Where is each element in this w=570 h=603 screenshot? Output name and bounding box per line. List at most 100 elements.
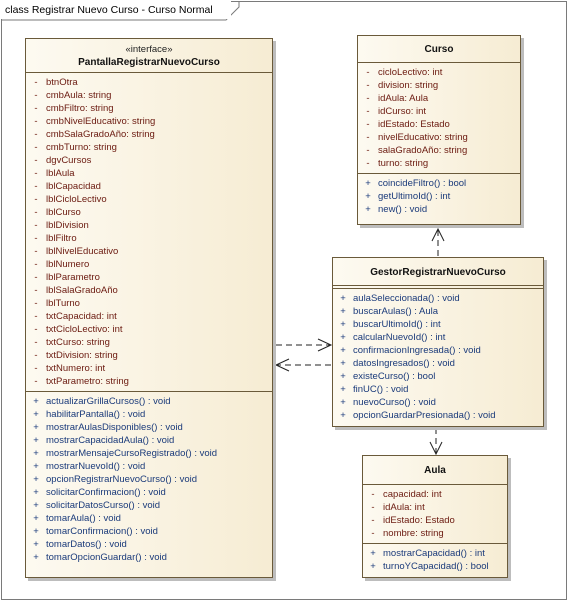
attribute-row: -btnOtra xyxy=(26,76,272,89)
operation-signature: actualizarGrillaCursos() : void xyxy=(46,396,171,407)
attribute-row: -lblCicloLectivo xyxy=(26,193,272,206)
dependency-gestor-aula xyxy=(429,428,443,456)
attribute-row: -lblParametro xyxy=(26,271,272,284)
dependency-gestor-pantalla xyxy=(274,358,331,372)
visibility-marker: - xyxy=(34,363,38,374)
attribute-row: -txtDivision: string xyxy=(26,349,272,362)
attribute-signature: lblParametro xyxy=(46,272,100,283)
attribute-signature: turno: string xyxy=(378,158,429,169)
attribute-signature: lblCicloLectivo xyxy=(46,194,107,205)
attribute-row: -division: string xyxy=(358,79,520,92)
operations-compartment: +actualizarGrillaCursos() : void+habilit… xyxy=(26,391,272,567)
attribute-signature: txtCurso: string xyxy=(46,337,110,348)
operation-signature: existeCurso() : bool xyxy=(353,371,436,382)
attribute-signature: lblSalaGradoAño xyxy=(46,285,118,296)
visibility-marker: - xyxy=(34,194,38,205)
visibility-marker: - xyxy=(34,77,38,88)
attribute-signature: cicloLectivo: int xyxy=(378,67,443,78)
attribute-signature: cmbAula: string xyxy=(46,90,112,101)
visibility-marker: - xyxy=(34,103,38,114)
visibility-marker: + xyxy=(365,178,371,189)
visibility-marker: + xyxy=(33,513,39,524)
visibility-marker: - xyxy=(366,67,370,78)
operation-row: +new() : void xyxy=(358,203,520,216)
attribute-row: -lblAula xyxy=(26,167,272,180)
visibility-marker: - xyxy=(34,298,38,309)
class-name: Aula xyxy=(424,465,446,476)
operation-row: +existeCurso() : bool xyxy=(333,370,543,383)
attribute-row: -lblTurno xyxy=(26,297,272,310)
visibility-marker: + xyxy=(365,191,371,202)
attribute-signature: capacidad: int xyxy=(383,489,442,500)
visibility-marker: - xyxy=(34,272,38,283)
operation-row: +habilitarPantalla() : void xyxy=(26,408,272,421)
visibility-marker: + xyxy=(370,548,376,559)
operation-signature: aulaSeleccionada() : void xyxy=(353,293,460,304)
attribute-row: -txtCicloLectivo: int xyxy=(26,323,272,336)
visibility-marker: - xyxy=(366,106,370,117)
visibility-marker: - xyxy=(34,311,38,322)
attribute-row: -dgvCursos xyxy=(26,154,272,167)
operation-row: +solicitarDatosCurso() : void xyxy=(26,499,272,512)
visibility-marker: - xyxy=(34,90,38,101)
visibility-marker: - xyxy=(371,528,375,539)
class-name: GestorRegistrarNuevoCurso xyxy=(370,267,506,278)
operation-signature: tomarDatos() : void xyxy=(46,539,127,550)
visibility-marker: - xyxy=(366,93,370,104)
operation-row: +opcionGuardarPresionada() : void xyxy=(333,409,543,422)
attribute-row: -capacidad: int xyxy=(363,488,507,501)
visibility-marker: + xyxy=(33,487,39,498)
operation-row: +mostrarMensajeCursoRegistrado() : void xyxy=(26,447,272,460)
visibility-marker: - xyxy=(34,207,38,218)
attribute-signature: btnOtra xyxy=(46,77,78,88)
operation-row: +opcionRegistrarNuevoCurso() : void xyxy=(26,473,272,486)
operation-signature: opcionGuardarPresionada() : void xyxy=(353,410,496,421)
visibility-marker: + xyxy=(33,448,39,459)
dependency-gestor-curso xyxy=(431,227,445,256)
attribute-row: -idAula: int xyxy=(363,501,507,514)
operations-compartment: + aulaSeleccionada() : void+buscarAulas()… xyxy=(333,288,543,425)
operation-row: +solicitarConfirmacion() : void xyxy=(26,486,272,499)
attributes-compartment: -cicloLectivo: int-division: string-idAu… xyxy=(358,63,520,173)
visibility-marker: - xyxy=(34,168,38,179)
visibility-marker: - xyxy=(34,324,38,335)
attribute-row: -nivelEducativo: string xyxy=(358,131,520,144)
operation-row: +mostrarCapacidadAula() : void xyxy=(26,434,272,447)
attribute-signature: lblNumero xyxy=(46,259,90,270)
diagram-title: class Registrar Nuevo Curso - Curso Norm… xyxy=(1,1,231,19)
visibility-marker: + xyxy=(340,306,346,317)
attribute-row: -lblFiltro xyxy=(26,232,272,245)
visibility-marker: - xyxy=(34,129,38,140)
attribute-row: -idAula: Aula xyxy=(358,92,520,105)
visibility-marker: + xyxy=(33,422,39,433)
attribute-row: -idCurso: int xyxy=(358,105,520,118)
operation-signature: buscarUltimoId() : int xyxy=(353,319,441,330)
dependency-pantalla-gestor xyxy=(276,338,333,352)
operation-row: +finUC() : void xyxy=(333,383,543,396)
attribute-row: -nombre: string xyxy=(363,527,507,540)
operation-row: +confirmacionIngresada() : void xyxy=(333,344,543,357)
attribute-row: -cicloLectivo: int xyxy=(358,66,520,79)
operation-row: +datosIngresados() : void xyxy=(333,357,543,370)
attribute-signature: idEstado: Estado xyxy=(383,515,455,526)
attribute-row: -idEstado: Estado xyxy=(358,118,520,131)
attribute-row: -lblCapacidad xyxy=(26,180,272,193)
operation-signature: tomarConfirmacion() : void xyxy=(46,526,158,537)
operation-row: +tomarOpcionGuardar() : void xyxy=(26,551,272,564)
operation-row: +actualizarGrillaCursos() : void xyxy=(26,395,272,408)
visibility-marker: - xyxy=(34,246,38,257)
visibility-marker: + xyxy=(340,358,346,369)
operation-row: +buscarAulas() : Aula xyxy=(333,305,543,318)
attribute-signature: lblDivision xyxy=(46,220,89,231)
operation-row: +tomarConfirmacion() : void xyxy=(26,525,272,538)
attribute-row: -cmbFiltro: string xyxy=(26,102,272,115)
visibility-marker: + xyxy=(33,409,39,420)
visibility-marker: + xyxy=(340,319,346,330)
operation-row: +turnoYCapacidad() : bool xyxy=(363,560,507,573)
visibility-marker: - xyxy=(34,376,38,387)
attribute-signature: txtDivision: string xyxy=(46,350,118,361)
visibility-marker: - xyxy=(34,233,38,244)
operation-signature: mostrarCapacidad() : int xyxy=(383,548,485,559)
